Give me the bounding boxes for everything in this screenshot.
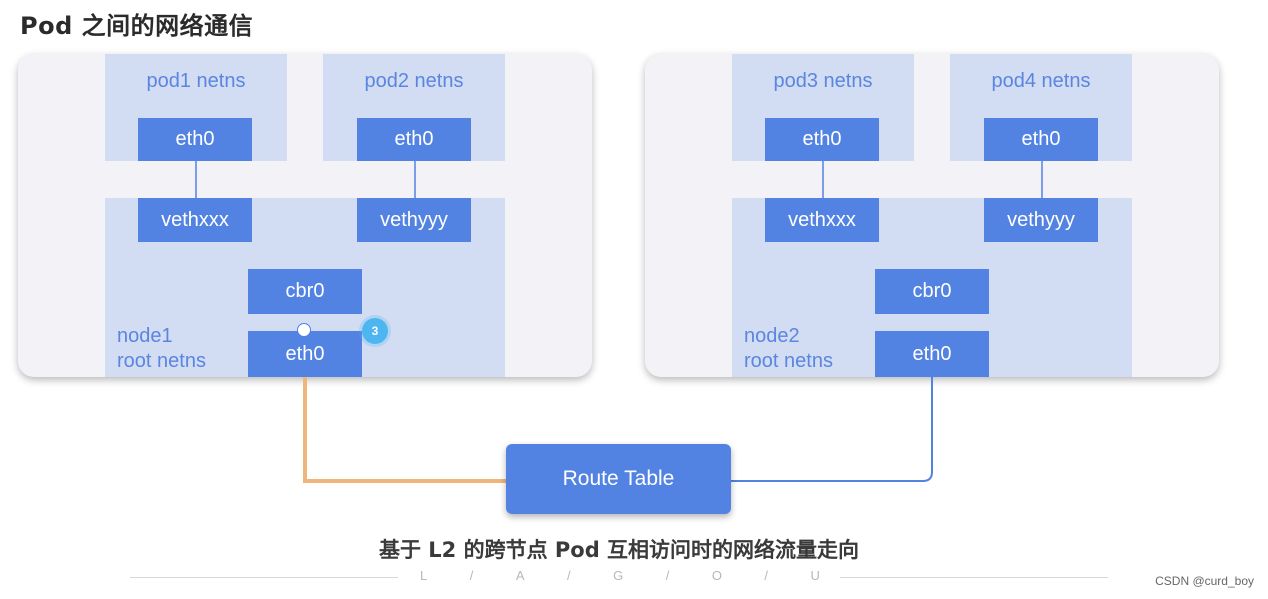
node1-label-name: node1 — [117, 325, 173, 347]
node2-label: node2 root netns — [744, 324, 833, 374]
divider-left — [130, 577, 398, 578]
node2-to-route-wire — [731, 377, 933, 482]
node2-label-netns: root netns — [744, 350, 833, 372]
divider-right — [840, 577, 1108, 578]
node1-to-route-wire — [303, 377, 506, 483]
pod3-netns-label: pod3 netns — [773, 70, 873, 92]
pod4-netns: pod4 netns eth0 — [950, 54, 1132, 161]
pod2-netns: pod2 netns eth0 — [323, 54, 505, 161]
node2-vethxxx: vethxxx — [765, 198, 879, 242]
packet-marker — [297, 323, 311, 337]
brand-letter: O — [711, 568, 722, 583]
brand-letter: G — [613, 568, 624, 583]
node2-label-name: node2 — [744, 325, 800, 347]
brand-letter: L — [420, 568, 428, 583]
pod1-eth0: eth0 — [138, 118, 252, 161]
node2-container: pod3 netns eth0 pod4 netns eth0 vethxxx … — [645, 54, 1219, 377]
node1-cbr0-bridge: cbr0 — [248, 269, 362, 314]
route-table: Route Table — [506, 444, 731, 514]
node1-label: node1 root netns — [117, 324, 206, 374]
brand-letter: / — [566, 568, 571, 583]
node2-eth0: eth0 — [875, 331, 989, 377]
pod3-eth0: eth0 — [765, 118, 879, 161]
figure-caption: 基于 L2 的跨节点 Pod 互相访问时的网络流量走向 — [378, 538, 860, 562]
brand-lagou: L / A / G / O / U — [420, 568, 820, 583]
pod2-netns-label: pod2 netns — [364, 70, 464, 92]
pod3-netns: pod3 netns eth0 — [732, 54, 914, 161]
brand-letter: A — [515, 568, 525, 583]
step-badge: 3 — [362, 318, 388, 344]
page-title: Pod 之间的网络通信 — [20, 12, 254, 40]
node1-label-netns: root netns — [117, 350, 206, 372]
node1-vethxxx: vethxxx — [138, 198, 252, 242]
brand-letter: / — [665, 568, 670, 583]
node2-cbr0-bridge: cbr0 — [875, 269, 989, 314]
node2-vethyyy: vethyyy — [984, 198, 1098, 242]
pod4-netns-label: pod4 netns — [991, 70, 1091, 92]
brand-letter: / — [469, 568, 474, 583]
pod1-netns-label: pod1 netns — [146, 70, 246, 92]
pod4-eth0: eth0 — [984, 118, 1098, 161]
brand-letter: / — [764, 568, 769, 583]
brand-letter: U — [810, 568, 820, 583]
node1-vethyyy: vethyyy — [357, 198, 471, 242]
node1-eth0: eth0 — [248, 331, 362, 377]
pod1-netns: pod1 netns eth0 — [105, 54, 287, 161]
pod2-eth0: eth0 — [357, 118, 471, 161]
watermark: CSDN @curd_boy — [1155, 574, 1254, 588]
node1-container: pod1 netns eth0 pod2 netns eth0 vethxxx … — [18, 54, 592, 377]
